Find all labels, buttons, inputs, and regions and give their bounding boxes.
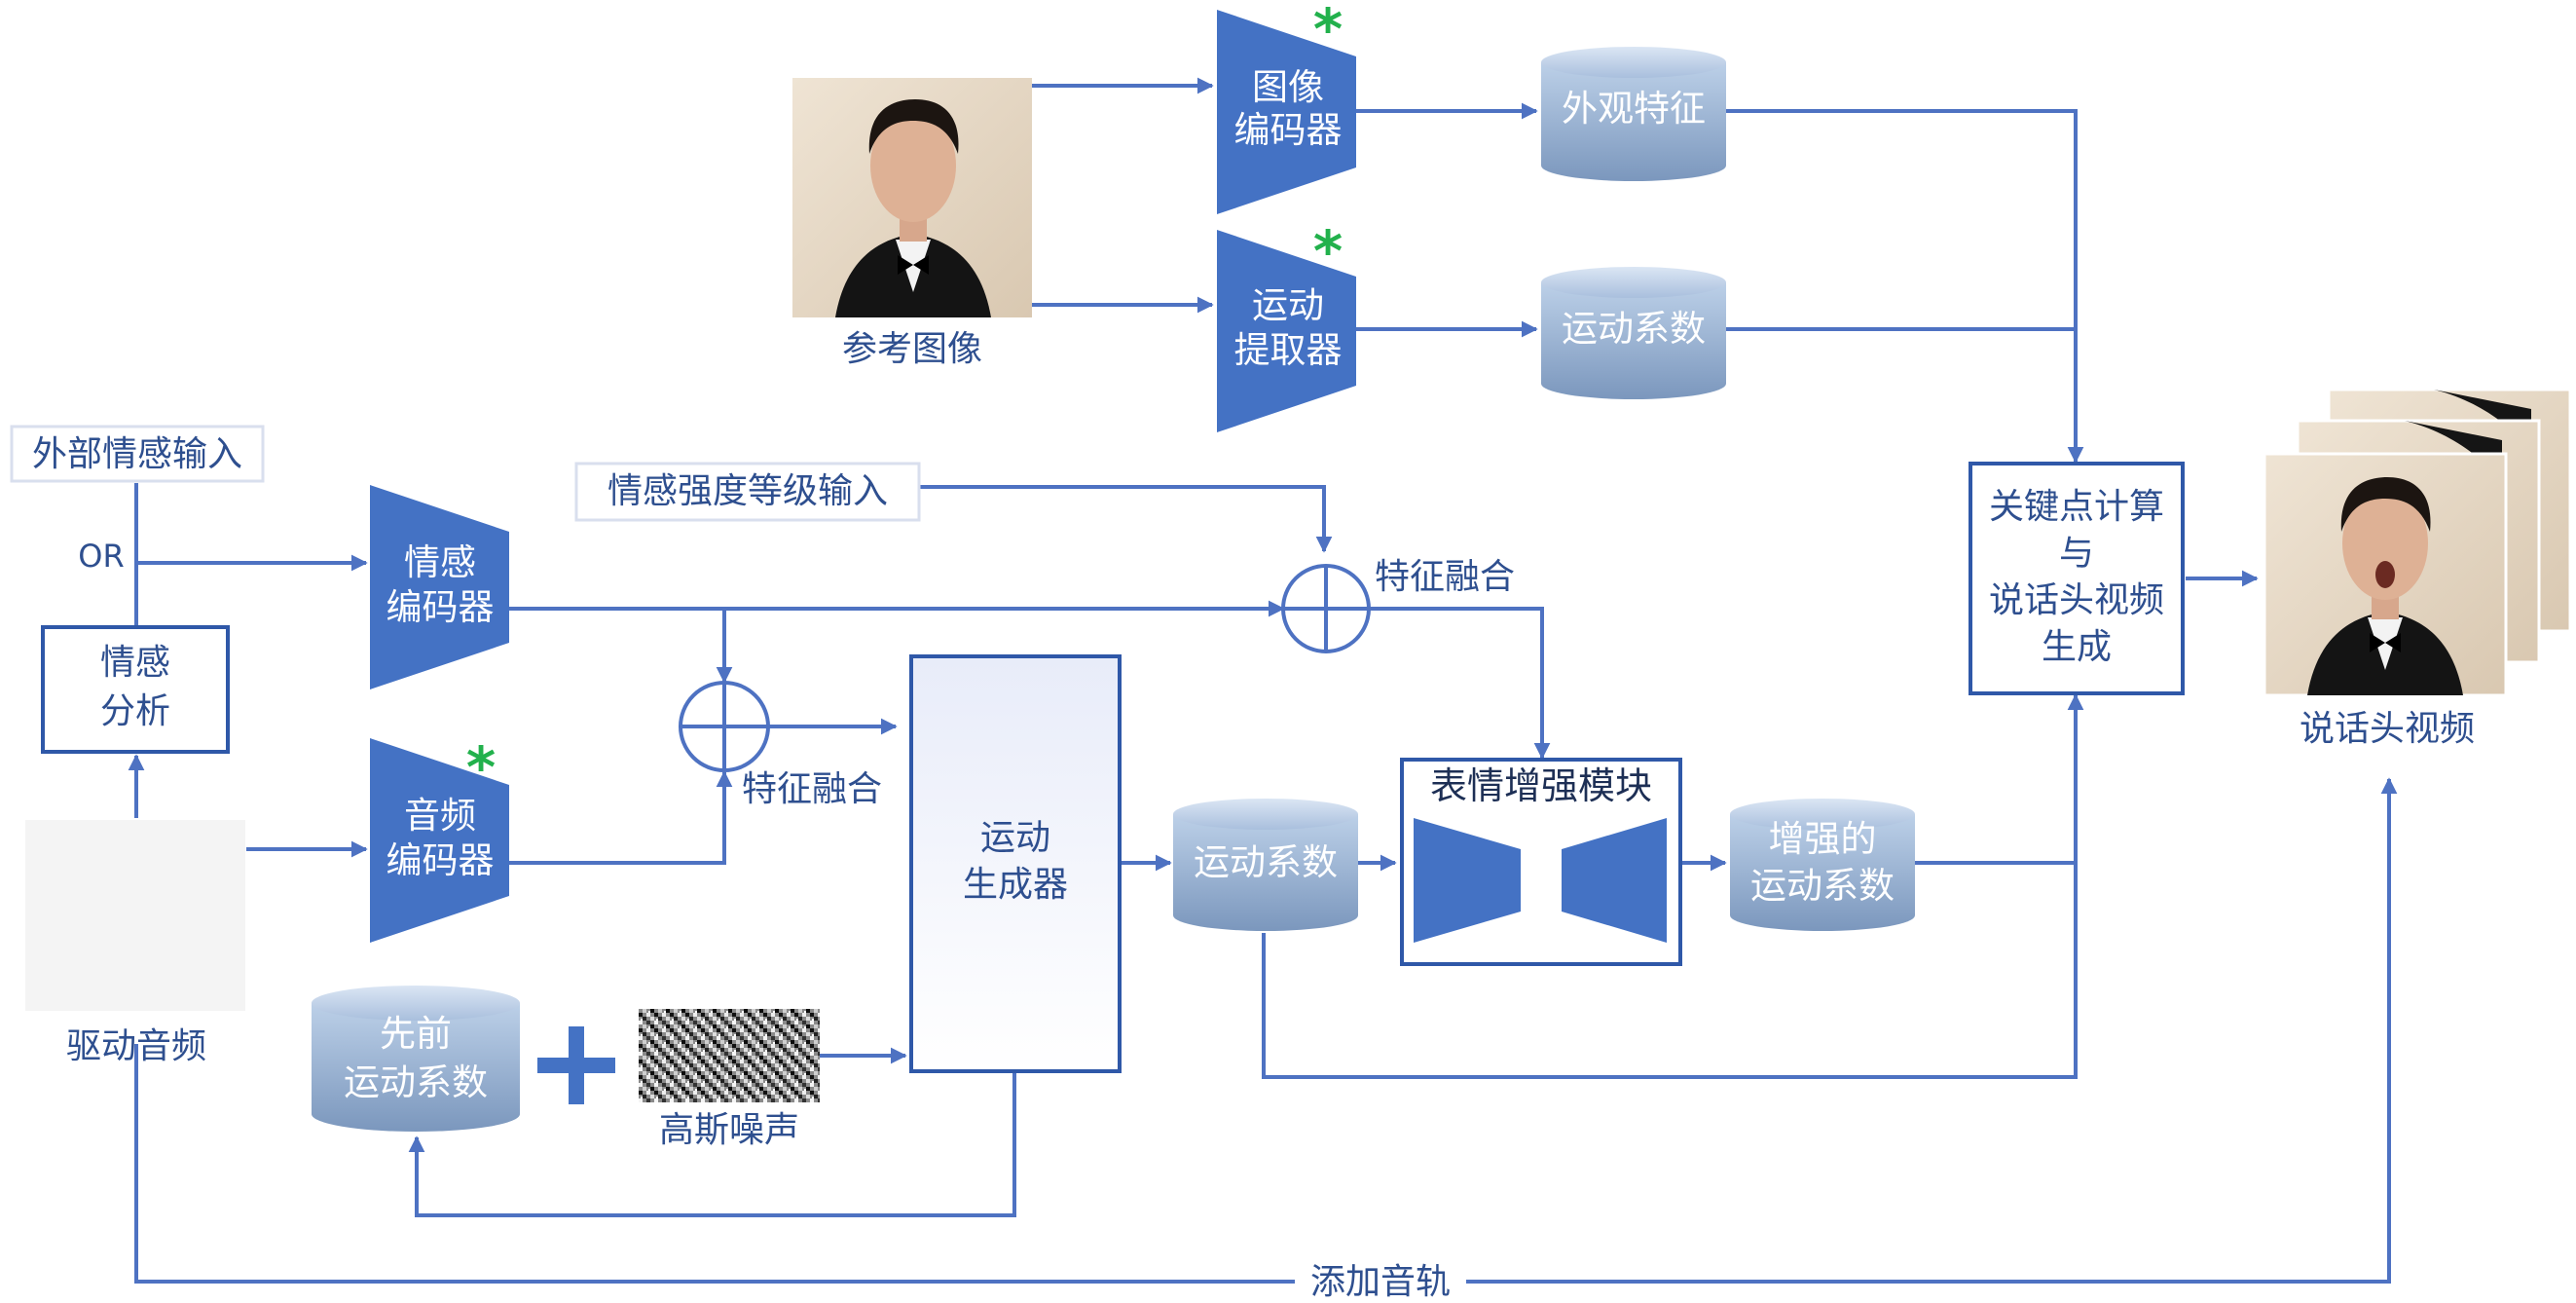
external-emotion-input-label: 外部情感输入 <box>32 434 242 474</box>
motion-coeffs-mid-label: 运动系数 <box>1194 841 1338 883</box>
keypoint-label-3: 说话头视频 <box>1989 580 2164 620</box>
fusion-node-1: 特征融合 <box>679 681 882 809</box>
fusion-label-1: 特征融合 <box>742 769 882 809</box>
emotion-intensity-input: 情感强度等级输入 <box>574 462 921 522</box>
edge-enhanced-to-keypoint <box>1914 693 2084 865</box>
enhanced-motion-label-2: 运动系数 <box>1750 865 1895 907</box>
enhanced-motion-node: 增强的 运动系数 <box>1730 799 1915 931</box>
edge-appearance-to-keypoint <box>1725 109 2084 464</box>
edge-motion-bypass <box>1262 863 2078 1079</box>
motion-generator: 运动 生成器 <box>909 654 1122 1073</box>
gaussian-noise: 高斯噪声 <box>639 1009 820 1150</box>
asterisk-icon: * <box>1313 218 1343 284</box>
edge-add-audio-track <box>134 777 2398 1284</box>
audio-encoder: 音频 编码器 * <box>370 734 509 943</box>
fusion-label-2: 特征融合 <box>1375 557 1515 597</box>
keypoint-label-1: 关键点计算 <box>1989 487 2164 527</box>
or-label: OR <box>78 538 124 575</box>
emotion-analysis-block: 情感 分析 <box>41 625 230 754</box>
asterisk-icon: * <box>466 734 496 800</box>
motion-extractor-label-1: 运动 <box>1252 284 1324 326</box>
emotion-encoder-label-2: 编码器 <box>386 586 495 628</box>
motion-coeffs-top-label: 运动系数 <box>1562 308 1706 350</box>
prior-motion-node: 先前 运动系数 <box>312 986 520 1132</box>
motion-extractor: 运动 提取器 * <box>1217 218 1356 432</box>
prior-motion-label-2: 运动系数 <box>344 1061 488 1103</box>
talking-head-video-label: 说话头视频 <box>2300 709 2475 749</box>
expression-enhance-label: 表情增强模块 <box>1430 764 1652 807</box>
expression-enhance-module: 表情增强模块 <box>1400 758 1682 966</box>
edge-generator-to-prior <box>408 1071 1016 1217</box>
motion-coeffs-mid-node: 运动系数 <box>1173 799 1358 931</box>
image-encoder: 图像 编码器 * <box>1217 0 1356 214</box>
add-audio-track: 添加音轨 <box>1295 1260 1466 1303</box>
emotion-intensity-input-label: 情感强度等级输入 <box>607 471 888 511</box>
motion-coeffs-top-node: 运动系数 <box>1541 267 1726 399</box>
prior-motion-label-1: 先前 <box>380 1013 452 1055</box>
external-emotion-input: 外部情感输入 <box>10 425 265 483</box>
enhanced-motion-label-1: 增强的 <box>1769 818 1877 860</box>
fusion-node-2: 特征融合 <box>1281 557 1515 653</box>
image-encoder-label-1: 图像 <box>1252 66 1324 108</box>
motion-generator-label-2: 生成器 <box>963 865 1068 905</box>
plus-sign <box>537 1026 615 1104</box>
asterisk-icon: * <box>1313 0 1343 62</box>
edge-audio-encoder-to-fusion <box>509 770 733 865</box>
keypoint-video-generation-block: 关键点计算 与 说话头视频 生成 <box>1969 462 2185 695</box>
motion-generator-label-1: 运动 <box>980 818 1050 858</box>
image-encoder-label-2: 编码器 <box>1234 109 1343 151</box>
audio-encoder-label-1: 音频 <box>404 795 476 837</box>
add-audio-track-label: 添加音轨 <box>1310 1262 1451 1302</box>
keypoint-label-2: 与 <box>2059 534 2094 574</box>
audio-encoder-label-2: 编码器 <box>386 839 495 881</box>
reference-image-label: 参考图像 <box>842 329 982 369</box>
edge-intensity-to-fusion <box>915 485 1333 553</box>
stacked-video-frames <box>2263 388 2572 697</box>
emotion-analysis-label-2: 分析 <box>100 691 170 731</box>
keypoint-label-4: 生成 <box>2042 627 2112 667</box>
talking-head-video: 说话头视频 <box>2263 388 2572 749</box>
audio-waveform-icon <box>37 853 236 974</box>
driving-audio-label: 驱动音频 <box>66 1026 206 1066</box>
connectors <box>128 77 2398 1284</box>
gaussian-noise-icon <box>639 1009 820 1102</box>
appearance-features-label: 外观特征 <box>1562 88 1706 130</box>
edge-fusion-to-enhance <box>1365 607 1551 760</box>
emotion-encoder-label-1: 情感 <box>404 541 476 583</box>
reference-image: 参考图像 <box>792 78 1032 369</box>
motion-extractor-label-2: 提取器 <box>1234 329 1343 371</box>
driving-audio: 驱动音频 <box>25 820 245 1066</box>
emotion-analysis-label-1: 情感 <box>100 643 170 683</box>
gaussian-noise-label: 高斯噪声 <box>659 1110 799 1150</box>
appearance-features-node: 外观特征 <box>1541 47 1726 181</box>
emotion-encoder: 情感 编码器 <box>370 485 509 689</box>
